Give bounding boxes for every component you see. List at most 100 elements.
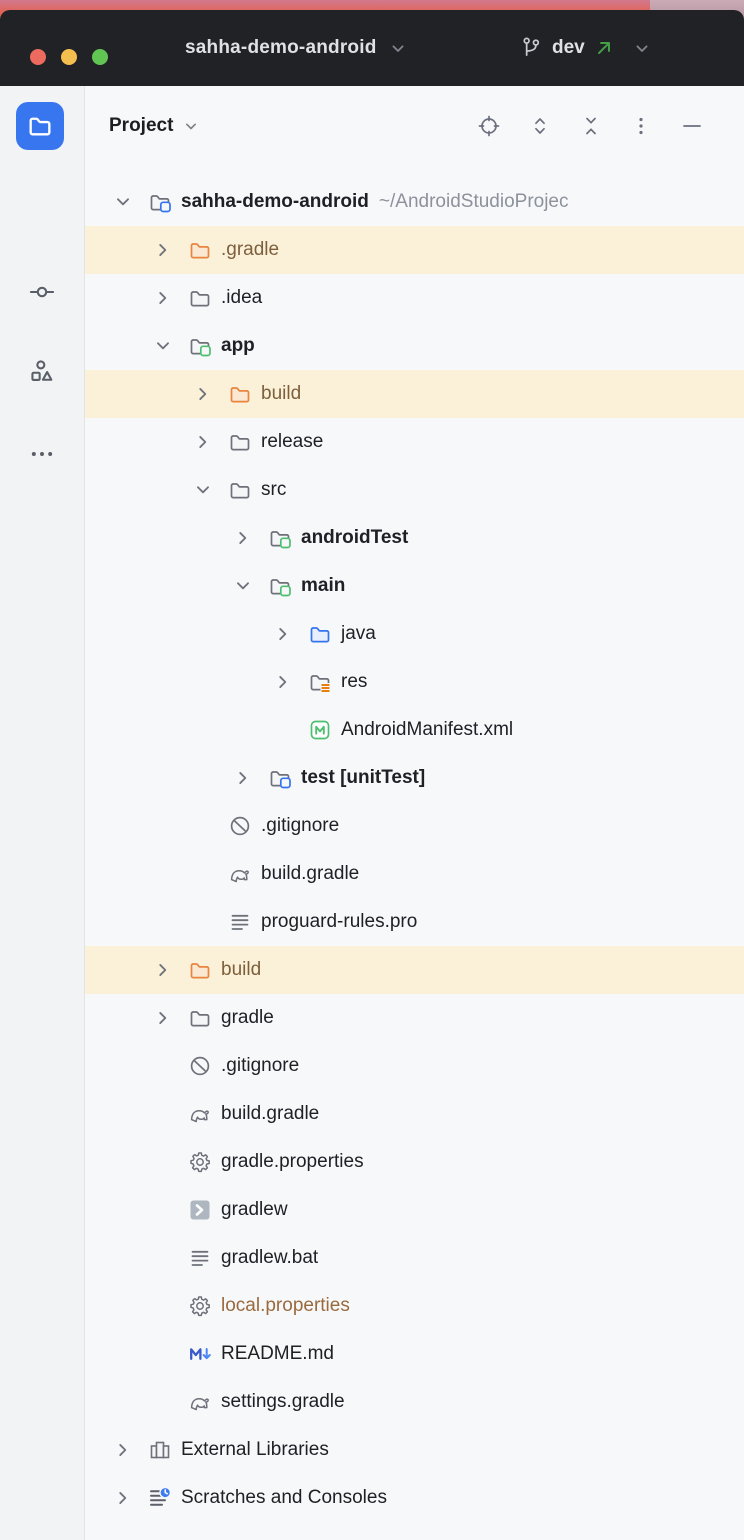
tree-row-main[interactable]: main	[85, 562, 744, 610]
chevron-spacer	[152, 1102, 188, 1126]
chevron-right-icon[interactable]	[192, 382, 228, 406]
project-title-widget[interactable]: sahha-demo-android	[185, 10, 409, 86]
chevron-right-icon[interactable]	[152, 286, 188, 310]
tree-row-settings-gradle[interactable]: settings.gradle	[85, 1378, 744, 1426]
chevron-down-icon	[186, 123, 197, 130]
tree-row-build-gradle[interactable]: build.gradle	[85, 1090, 744, 1138]
folder-module-icon	[268, 526, 292, 550]
chevron-down-icon[interactable]	[112, 190, 148, 214]
chevron-right-icon[interactable]	[152, 958, 188, 982]
chevron-down-icon[interactable]	[192, 478, 228, 502]
more-tools-button[interactable]	[28, 440, 56, 468]
more-icon	[31, 452, 53, 456]
chevron-right-icon[interactable]	[152, 238, 188, 262]
project-folder-icon	[29, 117, 51, 136]
tree-item-label: build.gradle	[221, 1103, 320, 1124]
tree-row-gradlew-bat[interactable]: gradlew.bat	[85, 1234, 744, 1282]
chevron-right-icon[interactable]	[152, 1006, 188, 1030]
chevron-right-icon[interactable]	[232, 766, 268, 790]
tree-row-gradle[interactable]: gradle	[85, 994, 744, 1042]
gradle-icon	[188, 1102, 212, 1126]
tree-row-androidmanifest-xml[interactable]: AndroidManifest.xml	[85, 706, 744, 754]
tree-item-label: proguard-rules.pro	[261, 911, 418, 932]
collapse-all-button[interactable]	[579, 114, 603, 138]
chevron-right-icon[interactable]	[272, 622, 308, 646]
project-tree: sahha-demo-android~/AndroidStudioProjec.…	[85, 166, 744, 1522]
chevron-right-icon[interactable]	[192, 430, 228, 454]
tree-item-label: release	[261, 431, 324, 452]
tree-row-proguard-rules-pro[interactable]: proguard-rules.pro	[85, 898, 744, 946]
tree-row-app[interactable]: app	[85, 322, 744, 370]
zoom-button[interactable]	[92, 49, 108, 65]
branch-name: dev	[552, 37, 585, 58]
ignore-icon	[228, 814, 252, 838]
tree-row-gradle-properties[interactable]: gradle.properties	[85, 1138, 744, 1186]
libraries-icon	[148, 1438, 172, 1462]
chevron-right-icon[interactable]	[232, 526, 268, 550]
tree-item-label: Scratches and Consoles	[181, 1487, 387, 1508]
chevron-spacer	[152, 1198, 188, 1222]
tree-row-sahha-demo-android[interactable]: sahha-demo-android~/AndroidStudioProjec	[85, 178, 744, 226]
tree-row-res[interactable]: res	[85, 658, 744, 706]
tree-row-src[interactable]: src	[85, 466, 744, 514]
chevron-spacer	[152, 1150, 188, 1174]
commit-icon	[29, 286, 55, 298]
activity-bar	[0, 86, 85, 1540]
more-vertical-icon	[639, 117, 643, 135]
structure-tool-button[interactable]	[28, 357, 56, 385]
folder-orange-icon	[188, 238, 212, 262]
tree-row-androidtest[interactable]: androidTest	[85, 514, 744, 562]
chevron-right-icon[interactable]	[112, 1438, 148, 1462]
tree-item-label: sahha-demo-android	[181, 191, 369, 212]
collapse-all-icon	[586, 117, 596, 135]
tree-row-idea[interactable]: .idea	[85, 274, 744, 322]
tree-item-label: .gitignore	[221, 1055, 300, 1076]
minimize-button[interactable]	[61, 49, 77, 65]
tree-row-java[interactable]: java	[85, 610, 744, 658]
project-view-selector[interactable]: Project	[109, 86, 201, 166]
tree-item-label: app	[221, 335, 255, 356]
tree-item-label: gradle.properties	[221, 1151, 364, 1172]
close-button[interactable]	[30, 49, 46, 65]
tree-row-readme-md[interactable]: README.md	[85, 1330, 744, 1378]
tree-row-local-properties[interactable]: local.properties	[85, 1282, 744, 1330]
tree-row-release[interactable]: release	[85, 418, 744, 466]
tree-item-label: External Libraries	[181, 1439, 329, 1460]
folder-root-icon	[148, 190, 172, 214]
tree-item-label: main	[301, 575, 346, 596]
tree-row-gitignore[interactable]: .gitignore	[85, 802, 744, 850]
panel-options-button[interactable]	[629, 114, 653, 138]
expand-all-button[interactable]	[528, 114, 552, 138]
chevron-spacer	[152, 1246, 188, 1270]
chevron-right-icon[interactable]	[272, 670, 308, 694]
chevron-down-icon[interactable]	[152, 334, 188, 358]
markdown-icon	[188, 1342, 212, 1366]
shell-icon	[188, 1198, 212, 1222]
commit-tool-button[interactable]	[28, 278, 56, 306]
push-arrow-icon	[597, 42, 610, 55]
tree-row-build[interactable]: build	[85, 370, 744, 418]
hide-icon	[683, 125, 701, 127]
gear-icon	[188, 1294, 212, 1318]
locate-button[interactable]	[477, 114, 501, 138]
tree-row-gradle[interactable]: .gradle	[85, 226, 744, 274]
tree-item-label: androidTest	[301, 527, 409, 548]
tree-row-gitignore[interactable]: .gitignore	[85, 1042, 744, 1090]
chevron-spacer	[152, 1294, 188, 1318]
tree-row-gradlew[interactable]: gradlew	[85, 1186, 744, 1234]
tree-row-test-unittest[interactable]: test [unitTest]	[85, 754, 744, 802]
gear-icon	[188, 1150, 212, 1174]
hide-panel-button[interactable]	[680, 114, 704, 138]
tree-row-build-gradle[interactable]: build.gradle	[85, 850, 744, 898]
tree-row-scratches-and-consoles[interactable]: Scratches and Consoles	[85, 1474, 744, 1522]
tree-row-external-libraries[interactable]: External Libraries	[85, 1426, 744, 1474]
tree-item-label: settings.gradle	[221, 1391, 345, 1412]
project-tool-button[interactable]	[16, 102, 64, 150]
textfile-icon	[188, 1246, 212, 1270]
folder-orange-icon	[188, 958, 212, 982]
tree-item-label: res	[341, 671, 368, 692]
git-branch-widget[interactable]: dev	[518, 10, 653, 86]
tree-row-build[interactable]: build	[85, 946, 744, 994]
chevron-right-icon[interactable]	[112, 1486, 148, 1510]
chevron-down-icon[interactable]	[232, 574, 268, 598]
